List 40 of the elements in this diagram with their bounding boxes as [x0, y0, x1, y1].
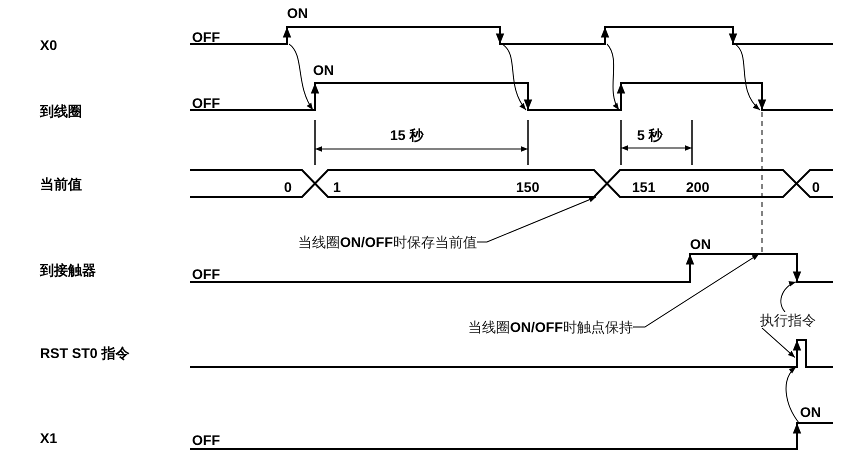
- waveform: [190, 253, 833, 283]
- state-label: ON: [690, 236, 711, 252]
- signal-name: X0: [40, 37, 58, 53]
- state-label: ON: [800, 404, 821, 420]
- signal-name: RST ST0 指令: [40, 345, 130, 361]
- waveform: [190, 82, 833, 111]
- count-value: 0: [812, 179, 820, 195]
- leader-line: [762, 328, 796, 358]
- waveform: [190, 422, 833, 450]
- duration-label: 15 秒: [390, 127, 424, 143]
- count-value: 150: [516, 179, 540, 195]
- cause-arrow: [288, 44, 314, 110]
- signal-name: X1: [40, 430, 58, 446]
- cause-arrow: [606, 44, 620, 110]
- leader-line: [780, 282, 796, 312]
- signal-name: 到线圈: [40, 103, 82, 119]
- state-label: OFF: [192, 432, 220, 448]
- waveform: [190, 26, 833, 45]
- state-label: OFF: [192, 95, 220, 111]
- state-label: ON: [313, 62, 334, 78]
- cause-arrow: [502, 44, 526, 110]
- state-label: OFF: [192, 266, 220, 282]
- waveform: [190, 339, 833, 368]
- cause-arrow: [786, 366, 800, 424]
- callout-text: 当线圈ON/OFF时保存当前值: [298, 234, 477, 250]
- signal-name: 当前值: [40, 176, 82, 192]
- state-label: ON: [287, 5, 308, 21]
- count-value: 151: [632, 179, 656, 195]
- count-value: 1: [333, 179, 341, 195]
- waveform: [189, 169, 834, 198]
- duration-label: 5 秒: [637, 127, 663, 143]
- callout-text: 当线圈ON/OFF时触点保持: [468, 319, 633, 335]
- callout-text: 执行指令: [760, 312, 816, 328]
- signal-name: 到接触器: [40, 262, 96, 278]
- leader-line: [476, 196, 596, 242]
- state-label: OFF: [192, 29, 220, 45]
- count-value: 0: [284, 179, 292, 195]
- leader-line: [632, 254, 760, 328]
- cause-arrow: [734, 44, 760, 110]
- count-value: 200: [686, 179, 710, 195]
